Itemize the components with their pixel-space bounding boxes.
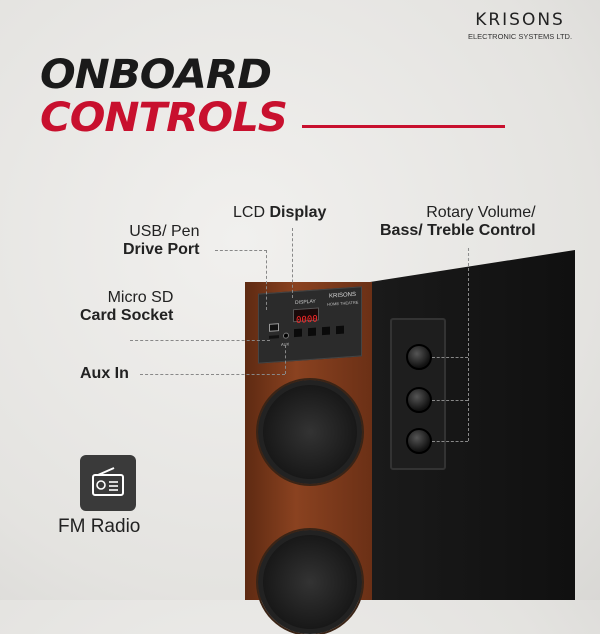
woofer-lower [258, 530, 362, 634]
logo-tagline: ELECTRONIC SYSTEMS LTD. [468, 32, 573, 41]
sd-slot[interactable] [269, 335, 279, 339]
panel-brand: KRISONS [329, 291, 357, 300]
panel-buttons[interactable] [294, 325, 349, 338]
rotary-leader [468, 248, 469, 441]
sd-leader [130, 340, 270, 341]
fm-radio-label: FM Radio [58, 516, 141, 537]
woofer-upper [258, 380, 362, 484]
brand-logo: KRISONS ELECTRONIC SYSTEMS LTD. [468, 10, 572, 41]
control-panel: DISPLAY KRISONS HOME THEATRE 0000 AUX [258, 286, 362, 364]
lcd-display: 0000 [293, 307, 319, 326]
bass-knob[interactable] [406, 387, 432, 413]
lcd-label-normal: LCD [233, 204, 266, 221]
usb-label-line2: Drive Port [123, 241, 200, 258]
lcd-display-label: LCD Display [233, 204, 326, 222]
aux-jack[interactable] [283, 332, 289, 339]
lcd-leader [292, 228, 293, 298]
aux-label: Aux In [80, 365, 129, 382]
aux-leader [140, 374, 285, 375]
usb-label: USB/ Pen Drive Port [123, 223, 200, 259]
rotary-leader-1 [432, 357, 468, 358]
rotary-label-line2: Bass/ Treble Control [380, 222, 536, 239]
lcd-label-bold: Display [269, 204, 327, 221]
display-label: DISPLAY [295, 298, 316, 307]
rotary-label: Rotary Volume/ Bass/ Treble Control [380, 204, 536, 240]
title-line-2: CONTROLS [40, 95, 288, 141]
usb-label-line1: USB/ Pen [129, 223, 200, 240]
panel-model: HOME THEATRE [327, 299, 359, 307]
usb-leader [215, 250, 267, 310]
rotary-label-line1: Rotary Volume/ [426, 204, 536, 221]
aux-leader-up [285, 345, 286, 374]
rotary-leader-2 [432, 400, 468, 401]
title-line-1: ONBOARD [40, 52, 272, 98]
logo-text: KRISONS [475, 10, 565, 30]
rotary-leader-3 [432, 441, 468, 442]
sd-label: Micro SD Card Socket [80, 289, 173, 325]
treble-knob[interactable] [406, 428, 432, 454]
title-underline [302, 125, 505, 128]
lcd-value: 0000 [296, 314, 318, 326]
volume-knob[interactable] [406, 344, 432, 370]
radio-icon [80, 455, 136, 511]
sd-label-line1: Micro SD [107, 289, 174, 306]
usb-port[interactable] [269, 323, 279, 332]
sd-label-line2: Card Socket [80, 307, 174, 324]
